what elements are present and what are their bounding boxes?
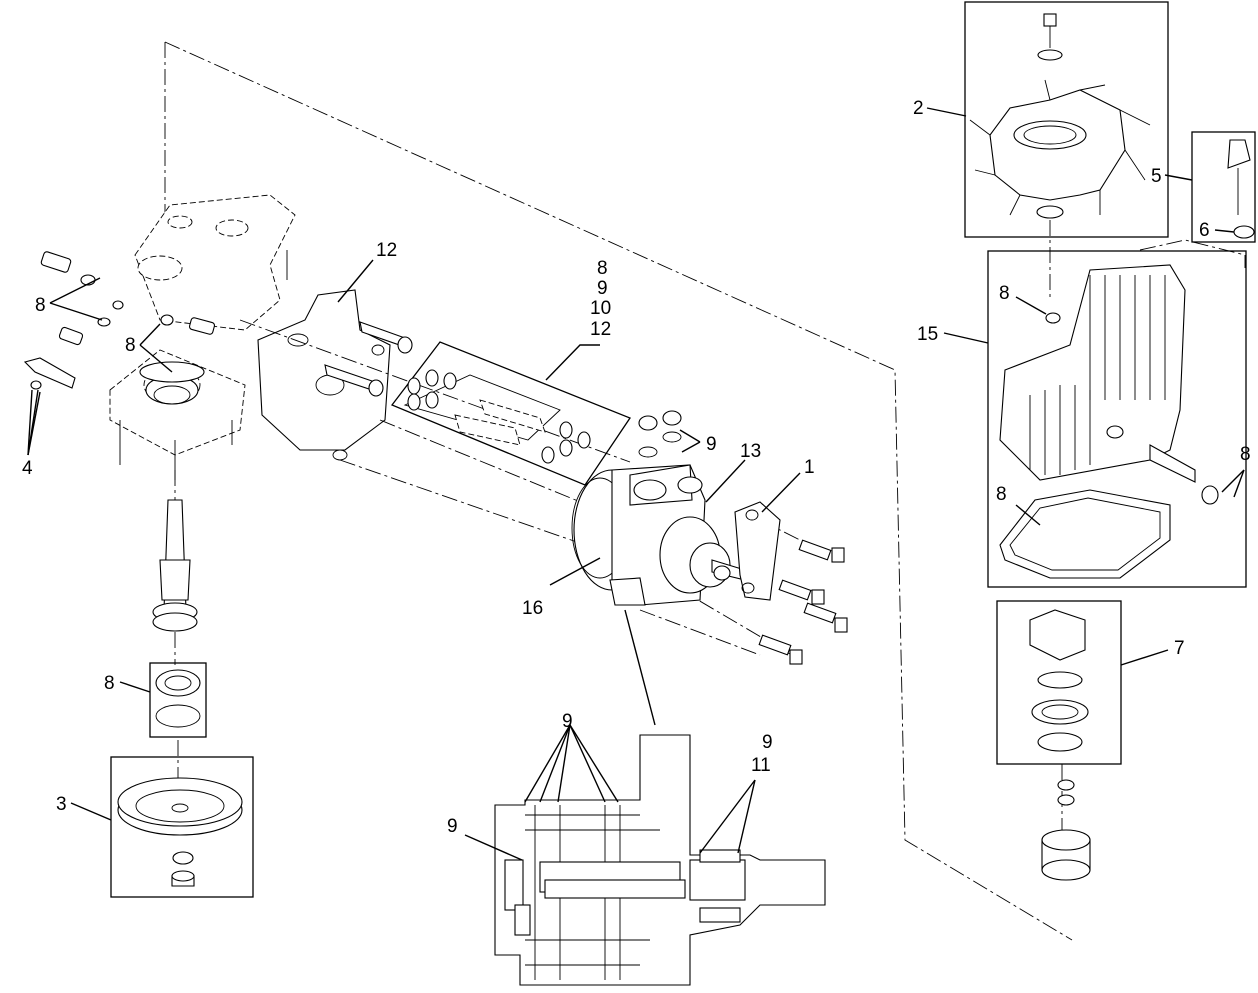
callout-8-gasket: 8: [996, 484, 1007, 505]
callout-9-plugs: 9: [706, 434, 717, 455]
bracket: [734, 501, 781, 601]
cover-kit: [987, 239, 1247, 588]
callout-7: 7: [1174, 638, 1185, 659]
end-cap-bracket: [257, 289, 413, 461]
callout-2: 2: [913, 98, 924, 119]
plugs: [638, 410, 682, 458]
seal-kit: [390, 341, 631, 486]
callout-1: 1: [804, 457, 815, 478]
callout-6: 6: [1199, 220, 1210, 241]
bearing-kit: [149, 662, 207, 738]
callout-12-kit: 12: [590, 319, 611, 340]
callout-5: 5: [1151, 166, 1162, 187]
callout-9-section-left: 9: [447, 816, 458, 837]
callout-8-right: 8: [1240, 444, 1251, 465]
fittings-left: [23, 251, 216, 390]
bolts: [758, 539, 848, 665]
callout-13: 13: [740, 441, 761, 462]
callout-11-section: 11: [751, 755, 771, 776]
callout-9-section-top: 9: [562, 711, 573, 732]
callout-9-kit: 9: [597, 278, 608, 299]
dipstick-kit: [1191, 131, 1256, 243]
callout-8-cap: 8: [999, 283, 1010, 304]
leader-lines: [27, 107, 1245, 861]
fan-kit: [964, 1, 1169, 300]
callout-8-left-a: 8: [35, 295, 46, 316]
callout-12: 12: [376, 240, 397, 261]
pump-housing: [571, 464, 746, 606]
callout-8-bearing: 8: [104, 673, 115, 694]
brake-kit: [996, 600, 1122, 830]
callout-9-section-right: 9: [762, 732, 773, 753]
callout-3: 3: [56, 794, 67, 815]
gerotor: [1041, 779, 1091, 881]
input-shaft: [152, 470, 198, 665]
callout-15: 15: [917, 324, 938, 345]
callout-labels: 1 2 3 4 5 6 7 8 8 8 8 9 10 12 12 9 13 16…: [22, 98, 1251, 837]
callout-10-kit: 10: [590, 298, 611, 319]
pulley-kit: [110, 740, 254, 898]
callout-4: 4: [22, 458, 33, 479]
callout-8-kit: 8: [597, 258, 608, 279]
cross-section: [494, 734, 826, 986]
charge-pump: [139, 361, 205, 405]
callout-16: 16: [522, 598, 543, 619]
callout-8-left-b: 8: [125, 335, 136, 356]
